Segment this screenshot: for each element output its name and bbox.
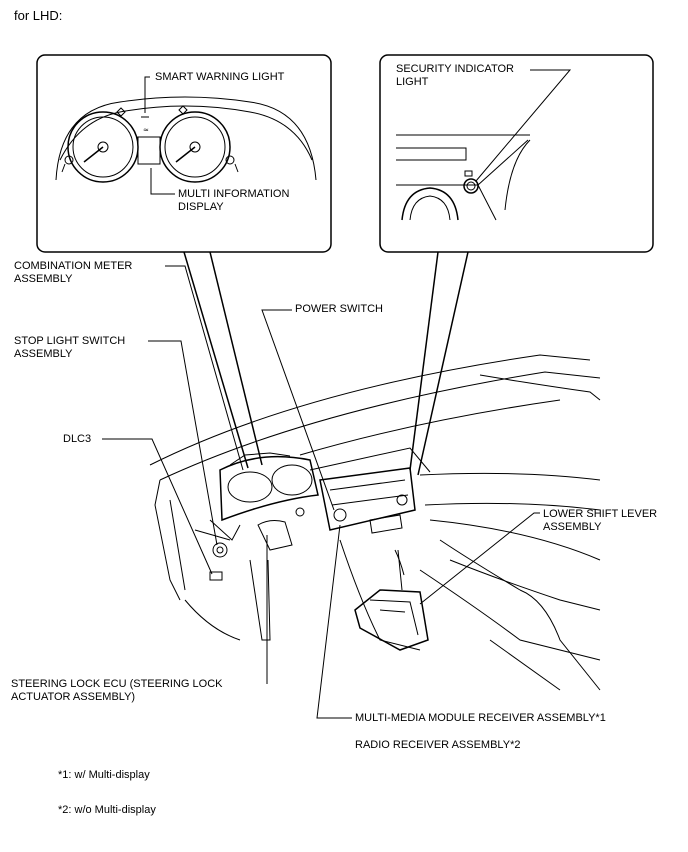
center-console (319, 467, 416, 534)
shift-lever-assembly (354, 549, 429, 651)
footnote-1: *1: w/ Multi-display (58, 769, 150, 781)
stop-light-switch-assembly-label: STOP LIGHT SWITCH ASSEMBLY (14, 335, 126, 360)
power-switch-label: POWER SWITCH (295, 303, 383, 315)
security-indicator-light-label: SECURITY INDICATOR LIGHT (396, 63, 514, 88)
meter-detail-drawing: ≈ (55, 96, 317, 183)
lower-shift-lever-assembly-label: LOWER SHIFT LEVER ASSEMBLY (543, 508, 658, 533)
stop-light-switch-and-dlc3 (194, 529, 231, 581)
security-detail-drawing (396, 134, 531, 221)
dlc3-label: DLC3 (63, 433, 92, 445)
radio-receiver-assembly-label: RADIO RECEIVER ASSEMBLY*2 (355, 739, 521, 751)
page-title: for LHD: (14, 8, 63, 23)
multi-media-module-receiver-label: MULTI-MEDIA MODULE RECEIVER ASSEMBLY*1 (355, 712, 606, 724)
callout-tails (183, 251, 469, 476)
security-light-detail-box (379, 54, 654, 253)
steering-column (249, 507, 305, 641)
footnote-2: *2: w/o Multi-display (58, 804, 156, 816)
leader-lines (102, 69, 572, 719)
multi-information-display-label: MULTI INFORMATION DISPLAY (178, 188, 290, 213)
meter-detail-box (36, 54, 332, 253)
combination-meter-assembly-label: COMBINATION METER ASSEMBLY (14, 260, 133, 285)
combination-meter-in-dash (209, 452, 319, 541)
dashboard-outline (149, 354, 601, 691)
smart-warning-light-label: SMART WARNING LIGHT (155, 71, 285, 83)
svg-text:≈: ≈ (143, 126, 149, 134)
steering-lock-ecu-label: STEERING LOCK ECU (STEERING LOCK ACTUATO… (11, 678, 223, 703)
